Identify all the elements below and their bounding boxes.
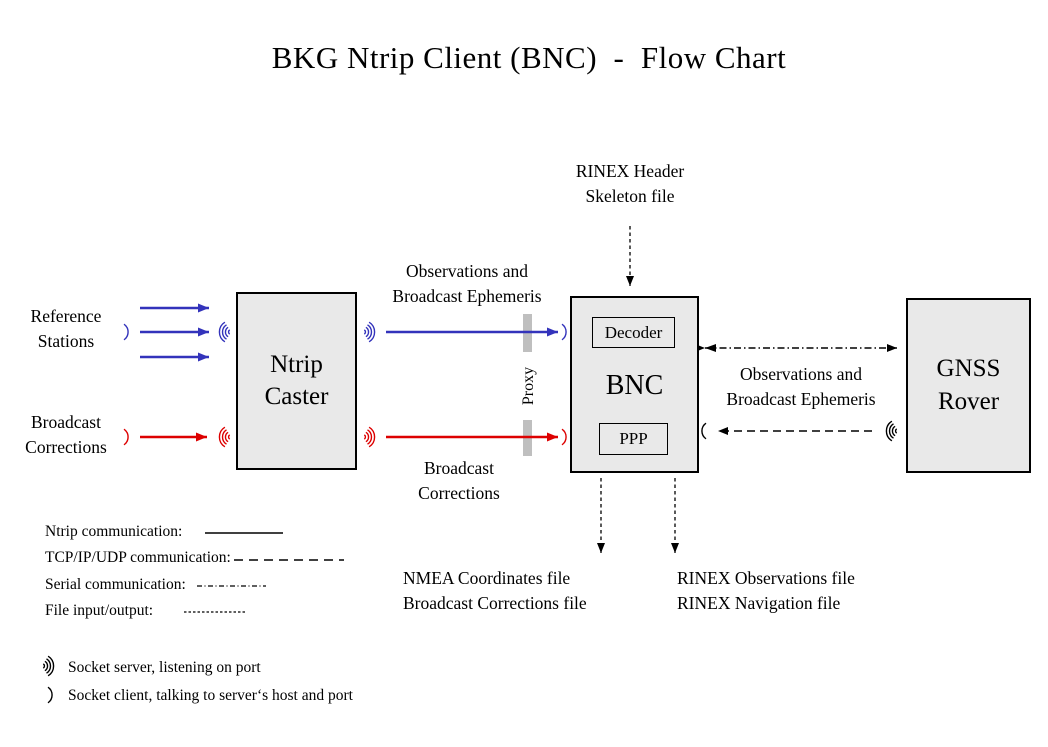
ppp-box: PPP bbox=[599, 423, 668, 455]
legend-tcp-label: TCP/IP/UDP communication: bbox=[45, 549, 231, 566]
observations-ephemeris-right-label: Observations and Broadcast Ephemeris bbox=[726, 364, 876, 409]
decoder-box: Decoder bbox=[592, 317, 675, 348]
socket-client-icon bbox=[123, 323, 129, 341]
nmea-output-files-label: NMEA Coordinates file Broadcast Correcti… bbox=[403, 568, 587, 613]
reference-stations-label: Reference Stations bbox=[30, 306, 102, 351]
legend-serial-label: Serial communication: bbox=[45, 576, 186, 593]
rinex-header-skeleton-label: RINEX Header Skeleton file bbox=[575, 161, 685, 206]
socket-server-icon bbox=[363, 321, 376, 343]
observations-ephemeris-left-label: Observations and Broadcast Ephemeris bbox=[392, 261, 542, 306]
gnss-rover-box: GNSS Rover bbox=[906, 298, 1031, 473]
socket-client-icon bbox=[561, 428, 567, 446]
socket-client-icon bbox=[123, 428, 129, 446]
red-flow-group bbox=[123, 426, 567, 448]
socket-client-icon bbox=[701, 422, 707, 440]
ntrip-caster-label: Ntrip Caster bbox=[264, 350, 329, 411]
gnss-rover-label: GNSS Rover bbox=[936, 355, 1001, 415]
rinex-output-files-label: RINEX Observations file RINEX Navigation… bbox=[677, 568, 855, 613]
broadcast-corrections-mid-label: Broadcast Corrections bbox=[418, 458, 500, 503]
legend-ntrip-label: Ntrip communication: bbox=[45, 523, 183, 540]
socket-server-icon bbox=[218, 426, 231, 448]
bnc-box: Decoder BNC PPP bbox=[570, 296, 699, 473]
socket-server-icon bbox=[885, 420, 898, 442]
blue-flow-group bbox=[123, 303, 567, 362]
socket-client-icon bbox=[561, 323, 567, 341]
proxy-label: Proxy bbox=[520, 366, 537, 406]
socket-client-legend-icon bbox=[47, 686, 53, 704]
decoder-label: Decoder bbox=[604, 322, 663, 342]
socket-server-icon bbox=[363, 426, 376, 448]
black-connector-group bbox=[42, 226, 898, 704]
serial-left-arrowhead bbox=[705, 344, 716, 352]
page-title: BKG Ntrip Client (BNC) - Flow Chart bbox=[271, 40, 787, 75]
bnc-label: BNC bbox=[605, 370, 664, 401]
legend-file-label: File input/output: bbox=[45, 602, 154, 619]
socket-client-legend-label: Socket client, talking to server‘s host … bbox=[68, 687, 353, 704]
ppp-label: PPP bbox=[619, 429, 648, 448]
socket-server-legend-icon bbox=[42, 655, 55, 677]
broadcast-corrections-input-label: Broadcast Corrections bbox=[25, 412, 107, 457]
ntrip-caster-box: Ntrip Caster bbox=[236, 292, 357, 470]
socket-server-icon bbox=[218, 321, 231, 343]
socket-server-legend-label: Socket server, listening on port bbox=[68, 659, 261, 676]
